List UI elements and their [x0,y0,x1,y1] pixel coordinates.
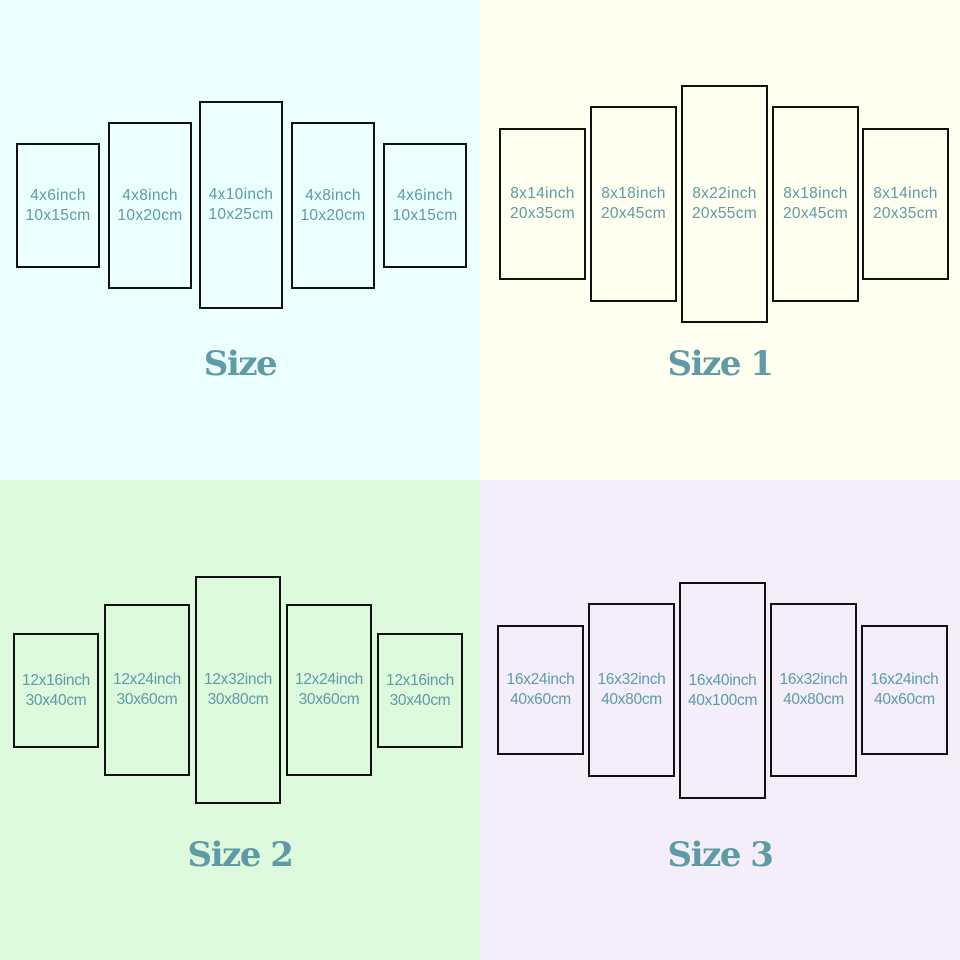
size-2-title: Size 2 [187,835,294,875]
size-title: Size [203,344,278,384]
size-3-title: Size 3 [667,835,774,875]
size-1-title: Size 1 [667,344,774,384]
